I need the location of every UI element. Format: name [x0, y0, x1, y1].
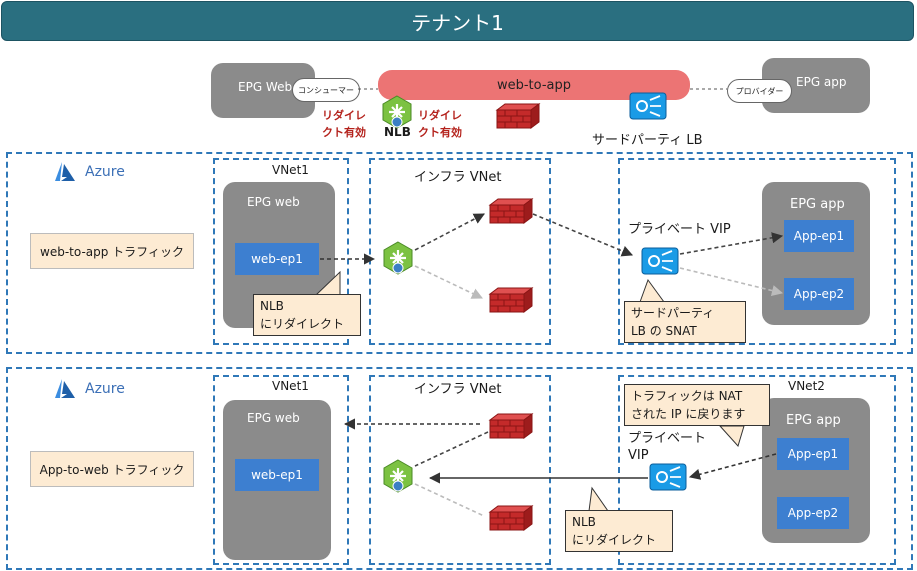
private-vip-label-1: プライベート VIP	[628, 222, 731, 237]
app-ep1-2: App-ep1	[777, 438, 849, 470]
nlb-icon	[382, 458, 414, 494]
callout-tail-nat	[718, 425, 745, 447]
firewall-icon	[489, 198, 533, 224]
epg-app-2-label: EPG app	[786, 413, 841, 428]
provider-label: プロバイダー	[727, 79, 792, 103]
infra-vnet-box-2	[369, 375, 551, 565]
infra-vnet-label-1: インフラ VNet	[414, 170, 502, 185]
contract-label: web-to-app	[496, 77, 572, 93]
callout-redirect-nlb-2: NLB にリダイレクト	[565, 510, 673, 552]
nlb-icon	[381, 94, 413, 130]
traffic-label-web-to-app: web-to-app トラフィック	[30, 233, 194, 269]
callout-tail-snat	[639, 278, 665, 303]
load-balancer-icon	[649, 463, 687, 491]
flow-lb-to-app-ep1	[679, 232, 784, 255]
azure-icon	[55, 162, 75, 181]
flow-nlb-to-fw-alt-2	[414, 483, 485, 517]
private-vip-label-2: プライベート VIP	[628, 431, 707, 463]
epg-app-top-label: EPG app	[796, 75, 847, 89]
vnet2-box-1	[618, 158, 896, 345]
vnet1-box-2	[213, 375, 349, 565]
azure-logo-1: Azure	[53, 162, 125, 182]
flow-app-ep1-to-lb	[688, 453, 777, 480]
third-party-lb-label: サードパーティ LB	[592, 133, 703, 148]
epg-web-top-label: EPG Web	[238, 80, 293, 94]
traffic-label-app-to-web: App-to-web トラフィック	[30, 451, 194, 487]
load-balancer-icon	[629, 92, 667, 120]
redirect-enabled-left: リダイレ クト有効	[322, 109, 366, 139]
callout-tail-nlb-1	[314, 270, 341, 296]
firewall-icon	[496, 103, 540, 129]
nlb-label: NLB	[384, 125, 411, 139]
epg-app-1-label: EPG app	[790, 197, 845, 212]
web-ep1-2: web-ep1	[235, 459, 319, 491]
flow-lb-to-app-ep2	[679, 267, 784, 297]
infra-vnet-box-1	[369, 158, 551, 345]
app-ep2-1: App-ep2	[784, 278, 854, 310]
web-ep1-1: web-ep1	[235, 243, 319, 275]
tenant-banner: テナント1	[1, 1, 914, 41]
firewall-icon	[489, 413, 533, 439]
tenant-title: テナント1	[411, 10, 504, 35]
vnet1-box-1	[213, 158, 349, 345]
vnet2-box-2	[618, 375, 896, 565]
consumer-label: コンシューマー	[292, 78, 360, 102]
flow-fw-to-lb	[532, 213, 634, 257]
app-ep1-1: App-ep1	[784, 220, 854, 252]
callout-redirect-nlb-1: NLB にリダイレクト	[253, 294, 361, 336]
vnet1-label-2: VNet1	[272, 379, 309, 393]
flow-nlb-to-fw	[414, 213, 485, 251]
firewall-icon	[489, 287, 533, 313]
nlb-icon	[382, 240, 414, 276]
load-balancer-icon	[641, 247, 679, 275]
azure-icon	[55, 379, 75, 398]
callout-nat-return: トラフィックは NAT された IP に戻ります	[624, 384, 770, 426]
section-web-to-app	[6, 152, 913, 354]
vnet2-label: VNet2	[788, 379, 825, 393]
callout-tail-nlb-2	[588, 486, 609, 512]
vnet1-label-1: VNet1	[272, 163, 309, 177]
firewall-icon	[489, 505, 533, 531]
epg-web-2-label: EPG web	[247, 411, 300, 425]
redirect-enabled-right: リダイレ クト有効	[418, 109, 462, 139]
azure-logo-2: Azure	[53, 379, 125, 399]
app-ep2-2: App-ep2	[777, 497, 849, 529]
epg-web-1-label: EPG web	[247, 195, 300, 209]
section-app-to-web	[6, 367, 913, 570]
flow-fw-to-nlb	[414, 431, 489, 467]
infra-vnet-label-2: インフラ VNet	[414, 382, 502, 397]
callout-third-party-snat: サードパーティ LB の SNAT	[624, 301, 746, 343]
flow-nlb-to-fw-alt	[414, 265, 484, 299]
